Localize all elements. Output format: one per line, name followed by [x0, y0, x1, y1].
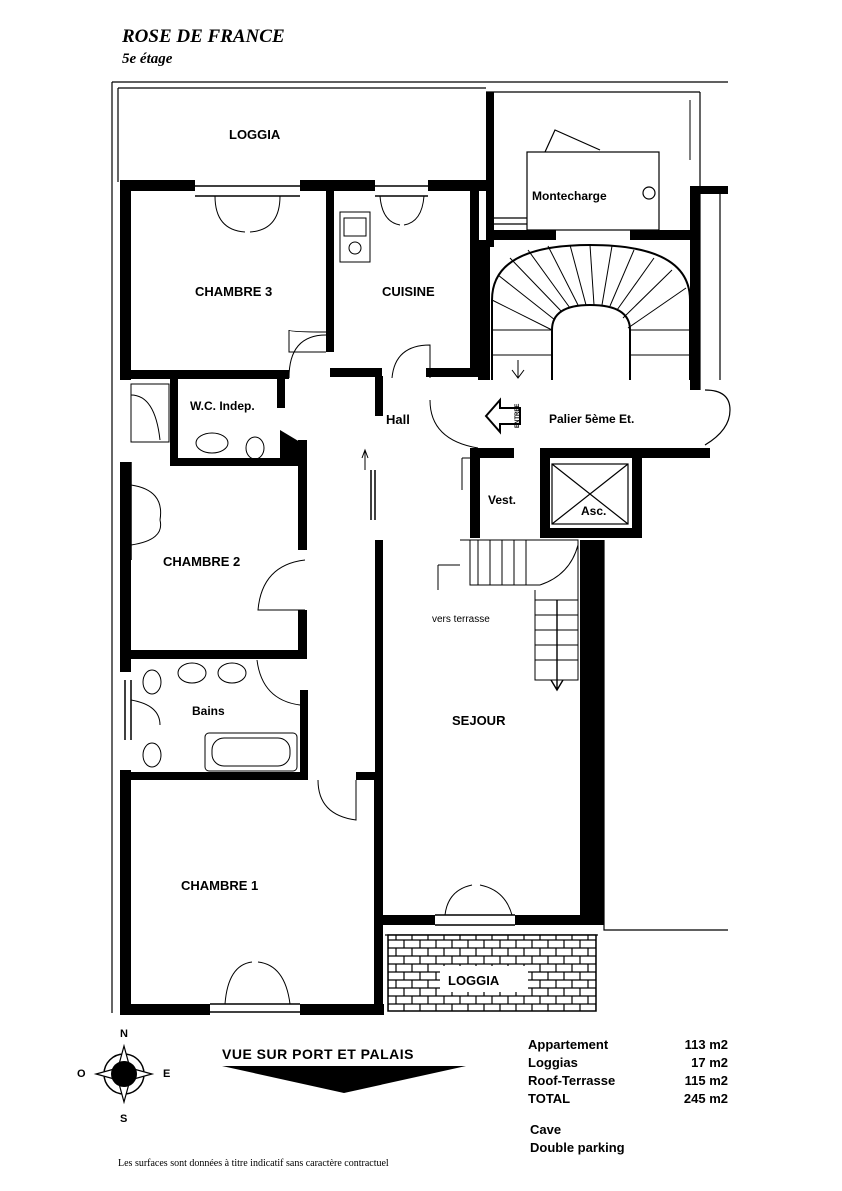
area-value: 245 m2 — [683, 1091, 728, 1106]
room-label-chambre3: CHAMBRE 3 — [195, 284, 272, 299]
area-label: TOTAL — [528, 1091, 571, 1106]
terrace-note: vers terrasse — [432, 614, 490, 625]
entry-label: ENTREE — [515, 404, 521, 428]
room-label-loggia-top: LOGGIA — [229, 127, 281, 142]
doors — [124, 185, 515, 1013]
compass-west: O — [77, 1068, 86, 1080]
room-label-sejour: SEJOUR — [452, 713, 506, 728]
compass-south: S — [120, 1113, 128, 1125]
room-label-chambre1: CHAMBRE 1 — [181, 878, 258, 893]
room-label-asc: Asc. — [581, 504, 606, 518]
extra-item: Double parking — [530, 1140, 625, 1155]
view-label: VUE SUR PORT ET PALAIS — [222, 1046, 414, 1062]
elevator-shaft — [551, 463, 629, 525]
area-value: 113 m2 — [684, 1037, 728, 1052]
area-row: Loggias 17 m2 — [528, 1054, 728, 1072]
area-value: 17 m2 — [691, 1055, 728, 1070]
room-label-wc: W.C. Indep. — [190, 399, 255, 413]
room-label-bains: Bains — [192, 704, 225, 718]
area-row: TOTAL 245 m2 — [528, 1090, 728, 1108]
extras-list: Cave Double parking — [530, 1121, 625, 1157]
loggia-bottom-label-bg — [440, 966, 528, 992]
plan-floor-label: 5e étage — [122, 51, 173, 67]
thin-outlines — [111, 81, 731, 1013]
area-label: Roof-Terrasse — [528, 1073, 616, 1088]
walls — [120, 92, 728, 1015]
entry-arrow — [484, 397, 521, 435]
main-staircase — [491, 243, 691, 380]
area-row: Appartement 113 m2 — [528, 1036, 728, 1054]
compass-east: E — [163, 1068, 171, 1080]
area-table: Appartement 113 m2 Loggias 17 m2 Roof-Terr… — [528, 1036, 728, 1108]
area-label: Loggias — [528, 1055, 578, 1070]
fixtures — [130, 100, 691, 772]
room-label-loggia-bottom: LOGGIA — [448, 973, 500, 988]
area-row: Roof-Terrasse 115 m2 — [528, 1072, 728, 1090]
compass-rose-icon — [93, 1043, 155, 1105]
area-label: Appartement — [528, 1037, 609, 1052]
room-label-chambre2: CHAMBRE 2 — [163, 554, 240, 569]
area-value: 115 m2 — [684, 1073, 728, 1088]
room-label-montecharge: Montecharge — [532, 189, 607, 203]
disclaimer: Les surfaces sont données à titre indica… — [118, 1158, 389, 1169]
room-label-palier: Palier 5ème Et. — [549, 412, 634, 426]
plan-title: ROSE DE FRANCE — [122, 26, 285, 47]
room-label-hall: Hall — [386, 412, 410, 427]
view-direction-arrow — [222, 1066, 466, 1093]
room-label-cuisine: CUISINE — [382, 284, 435, 299]
freight-elevator — [492, 129, 660, 231]
extra-item: Cave — [530, 1122, 562, 1137]
room-label-vest: Vest. — [488, 493, 516, 507]
compass-north: N — [120, 1028, 128, 1040]
terrace-staircase — [437, 539, 579, 692]
